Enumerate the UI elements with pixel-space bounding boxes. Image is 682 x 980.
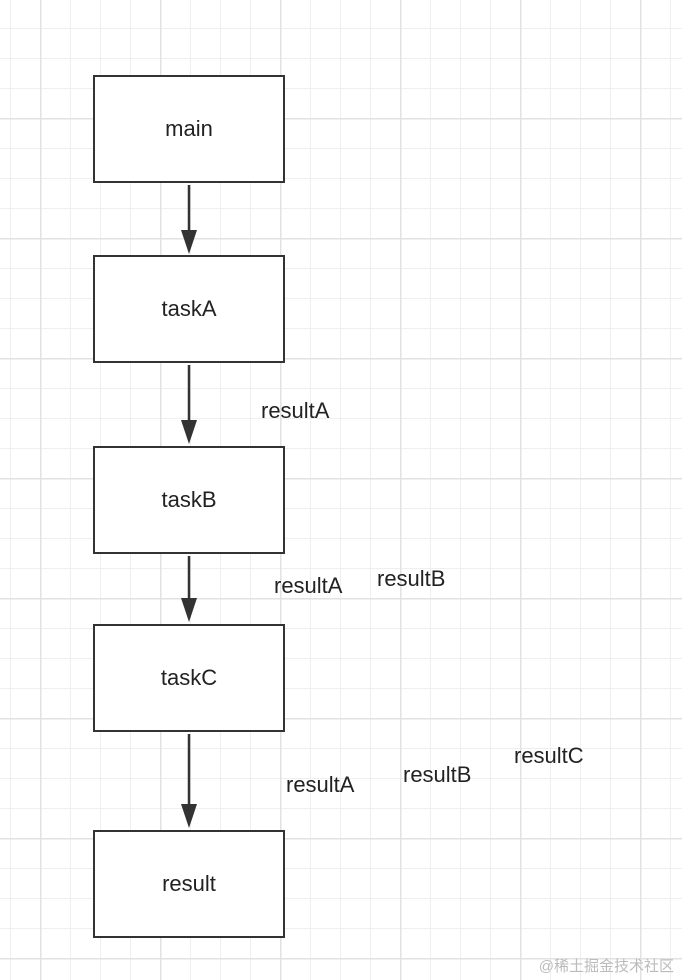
node-taska: taskA — [93, 255, 285, 363]
node-main: main — [93, 75, 285, 183]
node-result: result — [93, 830, 285, 938]
edge-label: resultA — [286, 772, 355, 797]
edge-label: resultA — [274, 573, 343, 598]
edge-label: resultB — [403, 762, 472, 787]
edge-label: resultA — [261, 398, 330, 423]
edge-label: resultC — [514, 743, 584, 768]
node-taskb: taskB — [93, 446, 285, 554]
watermark: @稀土掘金技术社区 — [538, 958, 674, 975]
edge-label: resultB — [377, 566, 446, 591]
node-taskc: taskC — [93, 624, 285, 732]
